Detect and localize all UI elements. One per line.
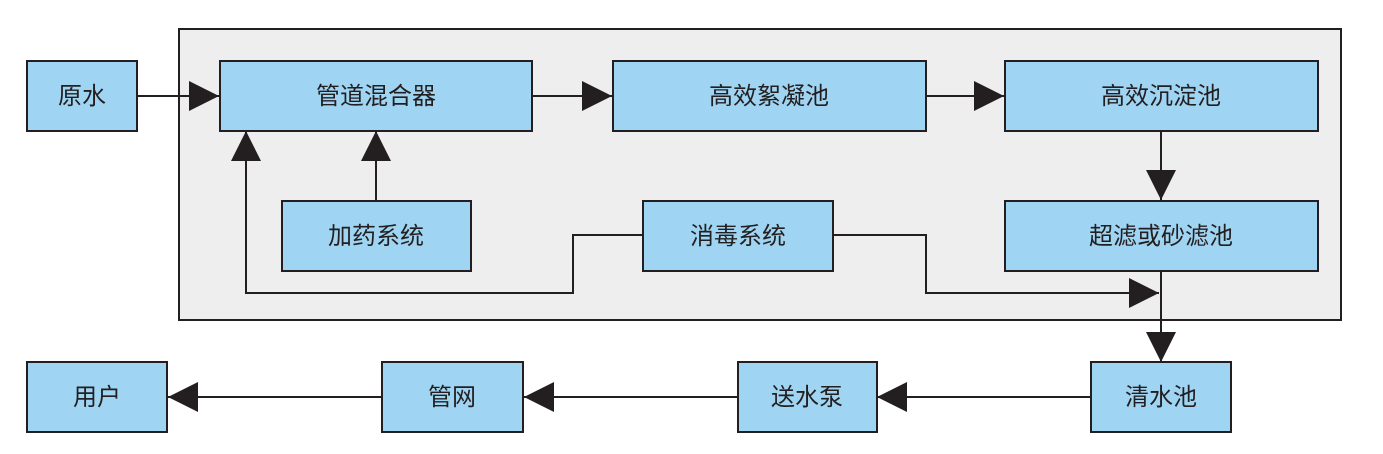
connectors [137,81,1176,412]
node-flocculation-label: 高效絮凝池 [709,82,829,110]
node-raw-water: 原水 [26,60,138,132]
arrow-disinfection-to-filtered-line [833,234,1159,308]
node-pipe-mixer-label: 管道混合器 [316,82,436,110]
node-dosing-label: 加药系统 [328,222,424,250]
node-pipe-mixer: 管道混合器 [219,60,533,132]
node-pipe-network: 管网 [381,361,524,433]
node-disinfection: 消毒系统 [642,200,834,272]
node-sedimentation: 高效沉淀池 [1004,60,1319,132]
node-pump: 送水泵 [737,361,878,433]
node-filtration-label: 超滤或砂滤池 [1089,222,1233,250]
node-clear-well-label: 清水池 [1125,383,1197,411]
node-clear-well: 清水池 [1090,361,1232,433]
node-disinfection-label: 消毒系统 [690,222,786,250]
node-filtration: 超滤或砂滤池 [1004,200,1319,272]
node-dosing: 加药系统 [281,200,472,272]
node-flocculation: 高效絮凝池 [612,60,927,132]
node-user: 用户 [26,361,168,433]
node-raw-water-label: 原水 [58,82,106,110]
node-pipe-network-label: 管网 [428,383,476,411]
node-pump-label: 送水泵 [771,383,843,411]
node-sedimentation-label: 高效沉淀池 [1101,82,1221,110]
arrow-disinfection-to-mixer [231,131,643,294]
node-user-label: 用户 [73,383,121,411]
